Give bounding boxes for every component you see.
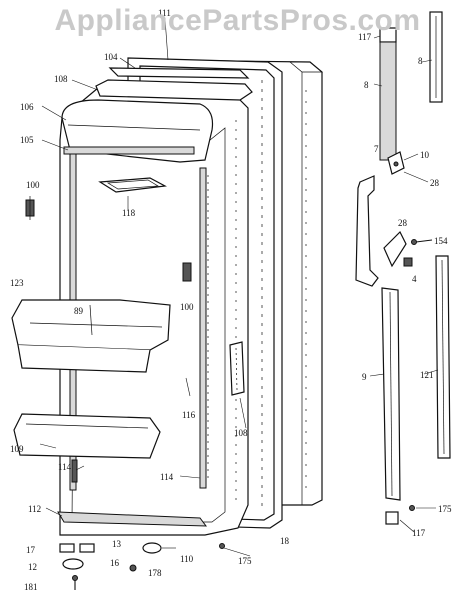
door-bin: [11, 299, 171, 373]
watermark: AppliancePartsPros.com: [54, 4, 421, 37]
callout-10: 10: [420, 150, 430, 160]
bottom-trim: [57, 511, 208, 527]
callout-110: 110: [180, 554, 194, 564]
callout-13: 13: [112, 539, 122, 549]
callout-108: 108: [54, 74, 68, 84]
callout-105: 105: [20, 135, 34, 145]
callout-106: 106: [20, 102, 34, 112]
hinge-cap: [129, 542, 162, 572]
callout-116: 116: [182, 410, 196, 420]
shelf-bar: [63, 146, 195, 155]
small-shelf: [98, 177, 167, 193]
callout-114-right: 114: [160, 472, 174, 482]
lower-bin: [13, 413, 161, 459]
trim-strip-9: [381, 287, 401, 501]
screw-bottom: [219, 543, 225, 549]
callout-117-bottom: 117: [412, 528, 426, 538]
callout-178: 178: [148, 568, 162, 578]
hinge-parts: [59, 543, 95, 590]
handle-brackets: [383, 151, 413, 268]
door-handle: [355, 175, 379, 287]
callout-123: 123: [10, 278, 24, 288]
callout-154: 154: [434, 236, 448, 246]
callout-12: 12: [28, 562, 37, 572]
callout-28-top: 28: [430, 178, 440, 188]
leader-lines: [39, 17, 439, 557]
screw-154: [411, 239, 433, 245]
callout-114-left: 114: [58, 462, 72, 472]
retainer-strips: [71, 459, 78, 483]
clip-right: [182, 262, 192, 282]
top-trim: [95, 67, 253, 101]
callout-labels: 111 104 108 106 105 100 118 123 89 100 1…: [10, 8, 452, 592]
callout-7: 7: [374, 144, 379, 154]
callout-17: 17: [26, 545, 36, 555]
trim-strip-121: [435, 255, 451, 459]
callout-100-left: 100: [26, 180, 40, 190]
callout-117-top: 117: [358, 32, 372, 42]
liner-bracket: [229, 341, 245, 396]
callout-100-right: 100: [180, 302, 194, 312]
callout-89: 89: [74, 306, 84, 316]
callout-181: 181: [24, 582, 38, 592]
callout-112: 112: [28, 504, 41, 514]
callout-4: 4: [412, 274, 417, 284]
callout-109: 109: [10, 444, 24, 454]
callout-16: 16: [110, 558, 120, 568]
right-parts: [379, 11, 443, 161]
callout-121: 121: [420, 370, 434, 380]
callout-18: 18: [280, 536, 290, 546]
callout-8-right: 8: [418, 56, 423, 66]
callout-111: 111: [158, 8, 171, 18]
callout-9: 9: [362, 372, 367, 382]
bottom-right-parts: [385, 505, 415, 525]
callout-175: 175: [238, 556, 252, 566]
callout-175-right: 175: [438, 504, 452, 514]
callout-8-left: 8: [364, 80, 369, 90]
callout-28-mid: 28: [398, 218, 408, 228]
callout-118: 118: [122, 208, 136, 218]
callout-104: 104: [104, 52, 118, 62]
callout-108-right: 108: [234, 428, 248, 438]
clip-left: [25, 196, 35, 220]
